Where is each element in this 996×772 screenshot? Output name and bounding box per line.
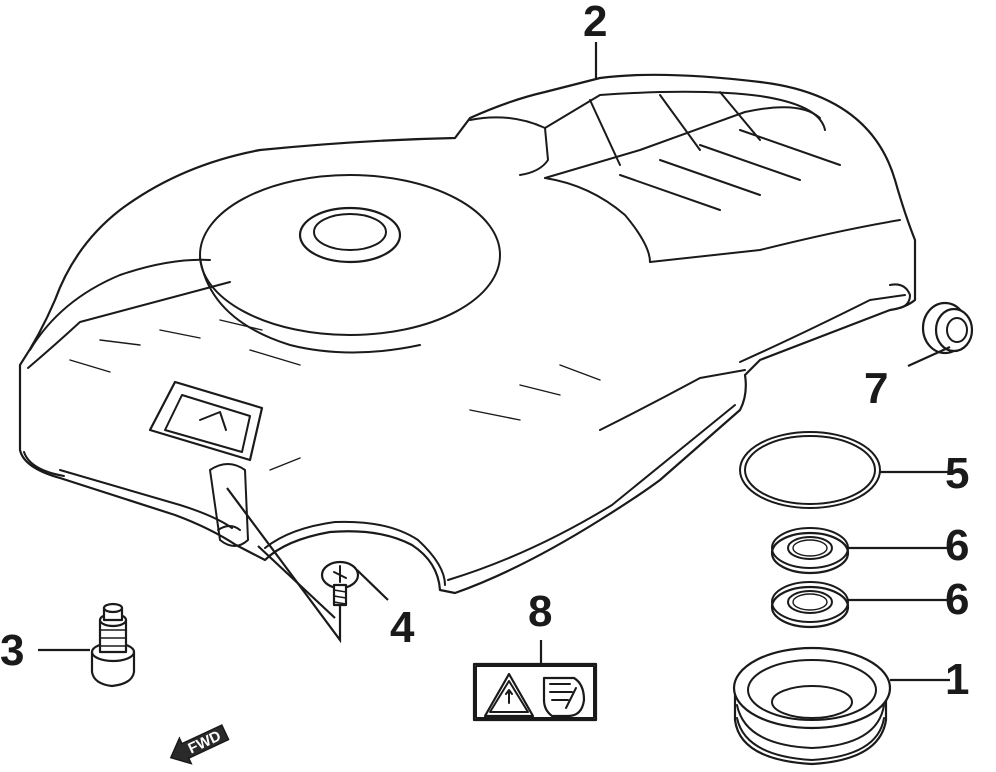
seal-part-6-upper xyxy=(770,527,850,575)
warning-label-part-8 xyxy=(472,662,598,722)
o-ring-part-5 xyxy=(739,431,881,509)
leader-4 xyxy=(356,569,389,601)
leader-lines xyxy=(38,42,951,682)
fwd-label: FWD xyxy=(186,727,224,757)
grommet-part-7 xyxy=(921,301,974,355)
callout-8: 8 xyxy=(528,587,552,636)
leader-7 xyxy=(907,345,951,368)
cover-housing xyxy=(18,73,917,595)
arrow-icon xyxy=(169,724,230,765)
callout-2: 2 xyxy=(583,0,607,46)
cap-part-1 xyxy=(732,646,892,766)
callout-7: 7 xyxy=(864,364,888,413)
callout-3: 3 xyxy=(0,626,24,675)
hand-warning-icon xyxy=(542,676,586,718)
forward-direction-arrow: FWD xyxy=(169,724,230,765)
screw-part-4 xyxy=(320,560,360,607)
plug-part-3 xyxy=(90,602,136,688)
seal-part-6-lower xyxy=(770,581,850,629)
callout-6-upper: 6 xyxy=(945,521,969,570)
callout-5: 5 xyxy=(945,449,969,498)
leader-drain-2 xyxy=(257,545,336,619)
callout-4: 4 xyxy=(390,603,415,652)
callouts: 2 7 5 6 6 1 3 4 8 xyxy=(0,0,969,704)
leader-drain xyxy=(226,487,342,644)
callout-1: 1 xyxy=(945,655,969,704)
callout-6-lower: 6 xyxy=(945,575,969,624)
